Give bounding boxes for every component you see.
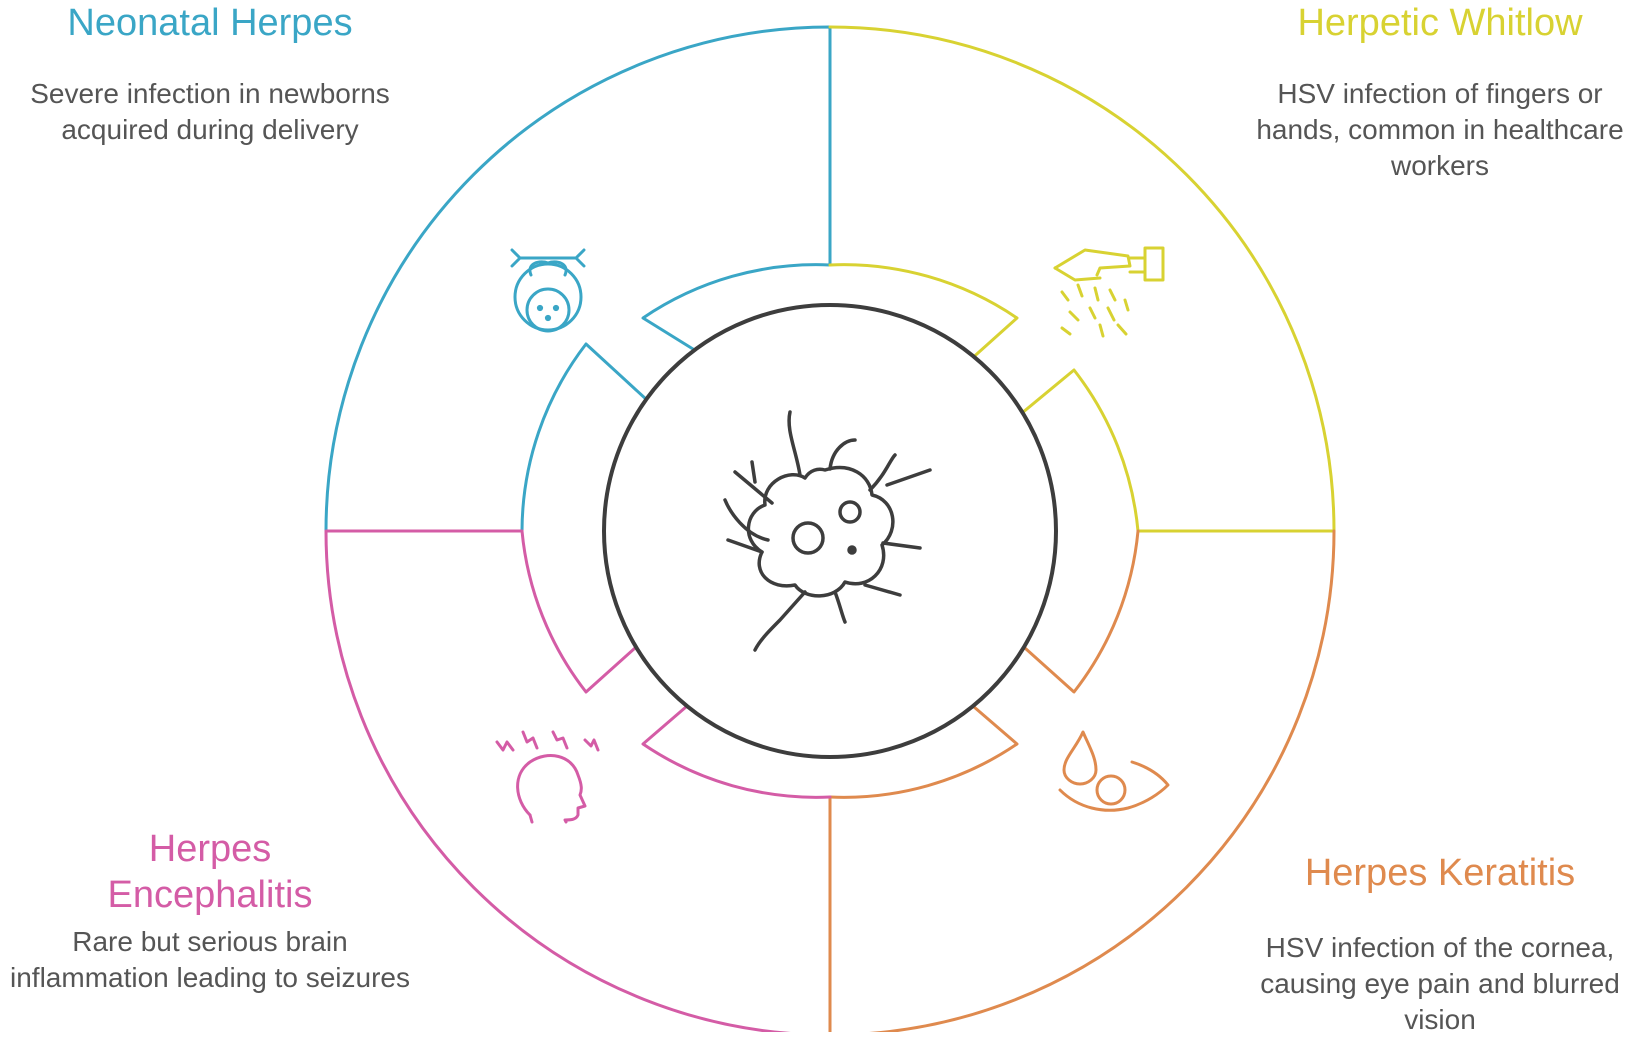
segment-herpetic-whitlow (828, 25, 1336, 533)
virus-icon (723, 410, 932, 652)
hand-sanitizer-icon (1053, 246, 1165, 338)
center-circle (602, 303, 1058, 759)
section-description: HSV infection of the cornea, causing eye… (1260, 932, 1620, 1035)
section-title: Herpes Encephalitis (107, 828, 313, 916)
baby-icon (510, 248, 586, 333)
section-title: Herpes Keratitis (1304, 852, 1576, 894)
label-herpes-encephalitis: Herpes Encephalitis Rare but serious bra… (10, 826, 410, 996)
section-description: Severe infection in newborns acquired du… (30, 78, 390, 145)
section-title: Neonatal Herpes (67, 2, 353, 44)
section-title: Herpetic Whitlow (1297, 2, 1583, 44)
label-neonatal-herpes: Neonatal Herpes Severe infection in newb… (10, 0, 410, 148)
segment-herpes-encephalitis (324, 529, 832, 1032)
section-description: HSV infection of fingers or hands, commo… (1256, 78, 1624, 181)
head-pain-icon (495, 730, 600, 824)
section-description: Rare but serious brain inflammation lead… (10, 926, 410, 993)
label-herpes-keratitis: Herpes Keratitis HSV infection of the co… (1250, 850, 1630, 1038)
eye-drop-icon (1058, 730, 1170, 812)
segment-neonatal-herpes (324, 25, 832, 533)
label-herpetic-whitlow: Herpetic Whitlow HSV infection of finger… (1250, 0, 1630, 184)
segment-herpes-keratitis (828, 529, 1336, 1032)
